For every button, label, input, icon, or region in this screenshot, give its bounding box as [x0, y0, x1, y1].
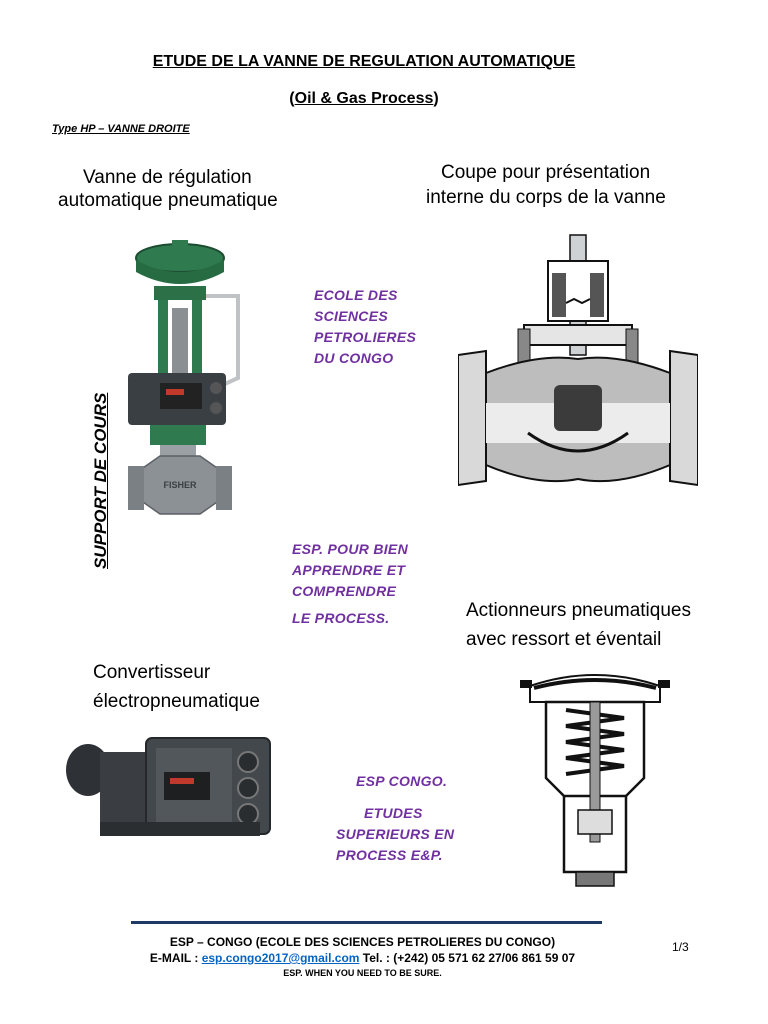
footer-school: ESP – CONGO (ECOLE DES SCIENCES PETROLIE…: [169, 935, 556, 949]
footer-tagline: ESP. WHEN YOU NEED TO BE SURE.: [283, 968, 442, 978]
type-line: Type HP – VANNE DROITE: [52, 123, 190, 135]
cut-caption-line2: interne du corps de la vanne: [426, 187, 666, 208]
page-subtitle: (Oil & Gas Process): [289, 90, 439, 107]
actuator-caption-line2: avec ressort et éventail: [466, 629, 662, 650]
page-title: ETUDE DE LA VANNE DE REGULATION AUTOMATI…: [152, 53, 576, 70]
brand-mark: FISHER: [163, 480, 197, 490]
side-label: SUPPORT DE COURS: [91, 392, 110, 569]
converter-caption-line2: électropneumatique: [93, 691, 260, 712]
valve-cutaway-image: [458, 234, 698, 487]
converter-image: [66, 737, 271, 836]
valve-caption-line1: Vanne de régulation: [83, 167, 252, 188]
control-valve-image: FISHER: [128, 240, 240, 515]
page-number: 1/3: [672, 940, 689, 954]
actuator-image: [520, 674, 670, 887]
valve-caption-line2: automatique pneumatique: [58, 190, 278, 211]
footer-rule: [131, 921, 602, 924]
email-link[interactable]: esp.congo2017@gmail.com: [201, 951, 360, 965]
footer-contact: E-MAIL : esp.congo2017@gmail.com Tel. : …: [149, 951, 576, 965]
studies-note: ETUDES SUPERIEURS EN PROCESS E&P.: [336, 805, 455, 863]
cut-caption-line1: Coupe pour présentation: [441, 162, 651, 183]
converter-caption-line1: Convertisseur: [93, 662, 211, 683]
esp-note: ESP CONGO.: [356, 773, 448, 789]
actuator-caption-line1: Actionneurs pneumatiques: [466, 600, 691, 621]
